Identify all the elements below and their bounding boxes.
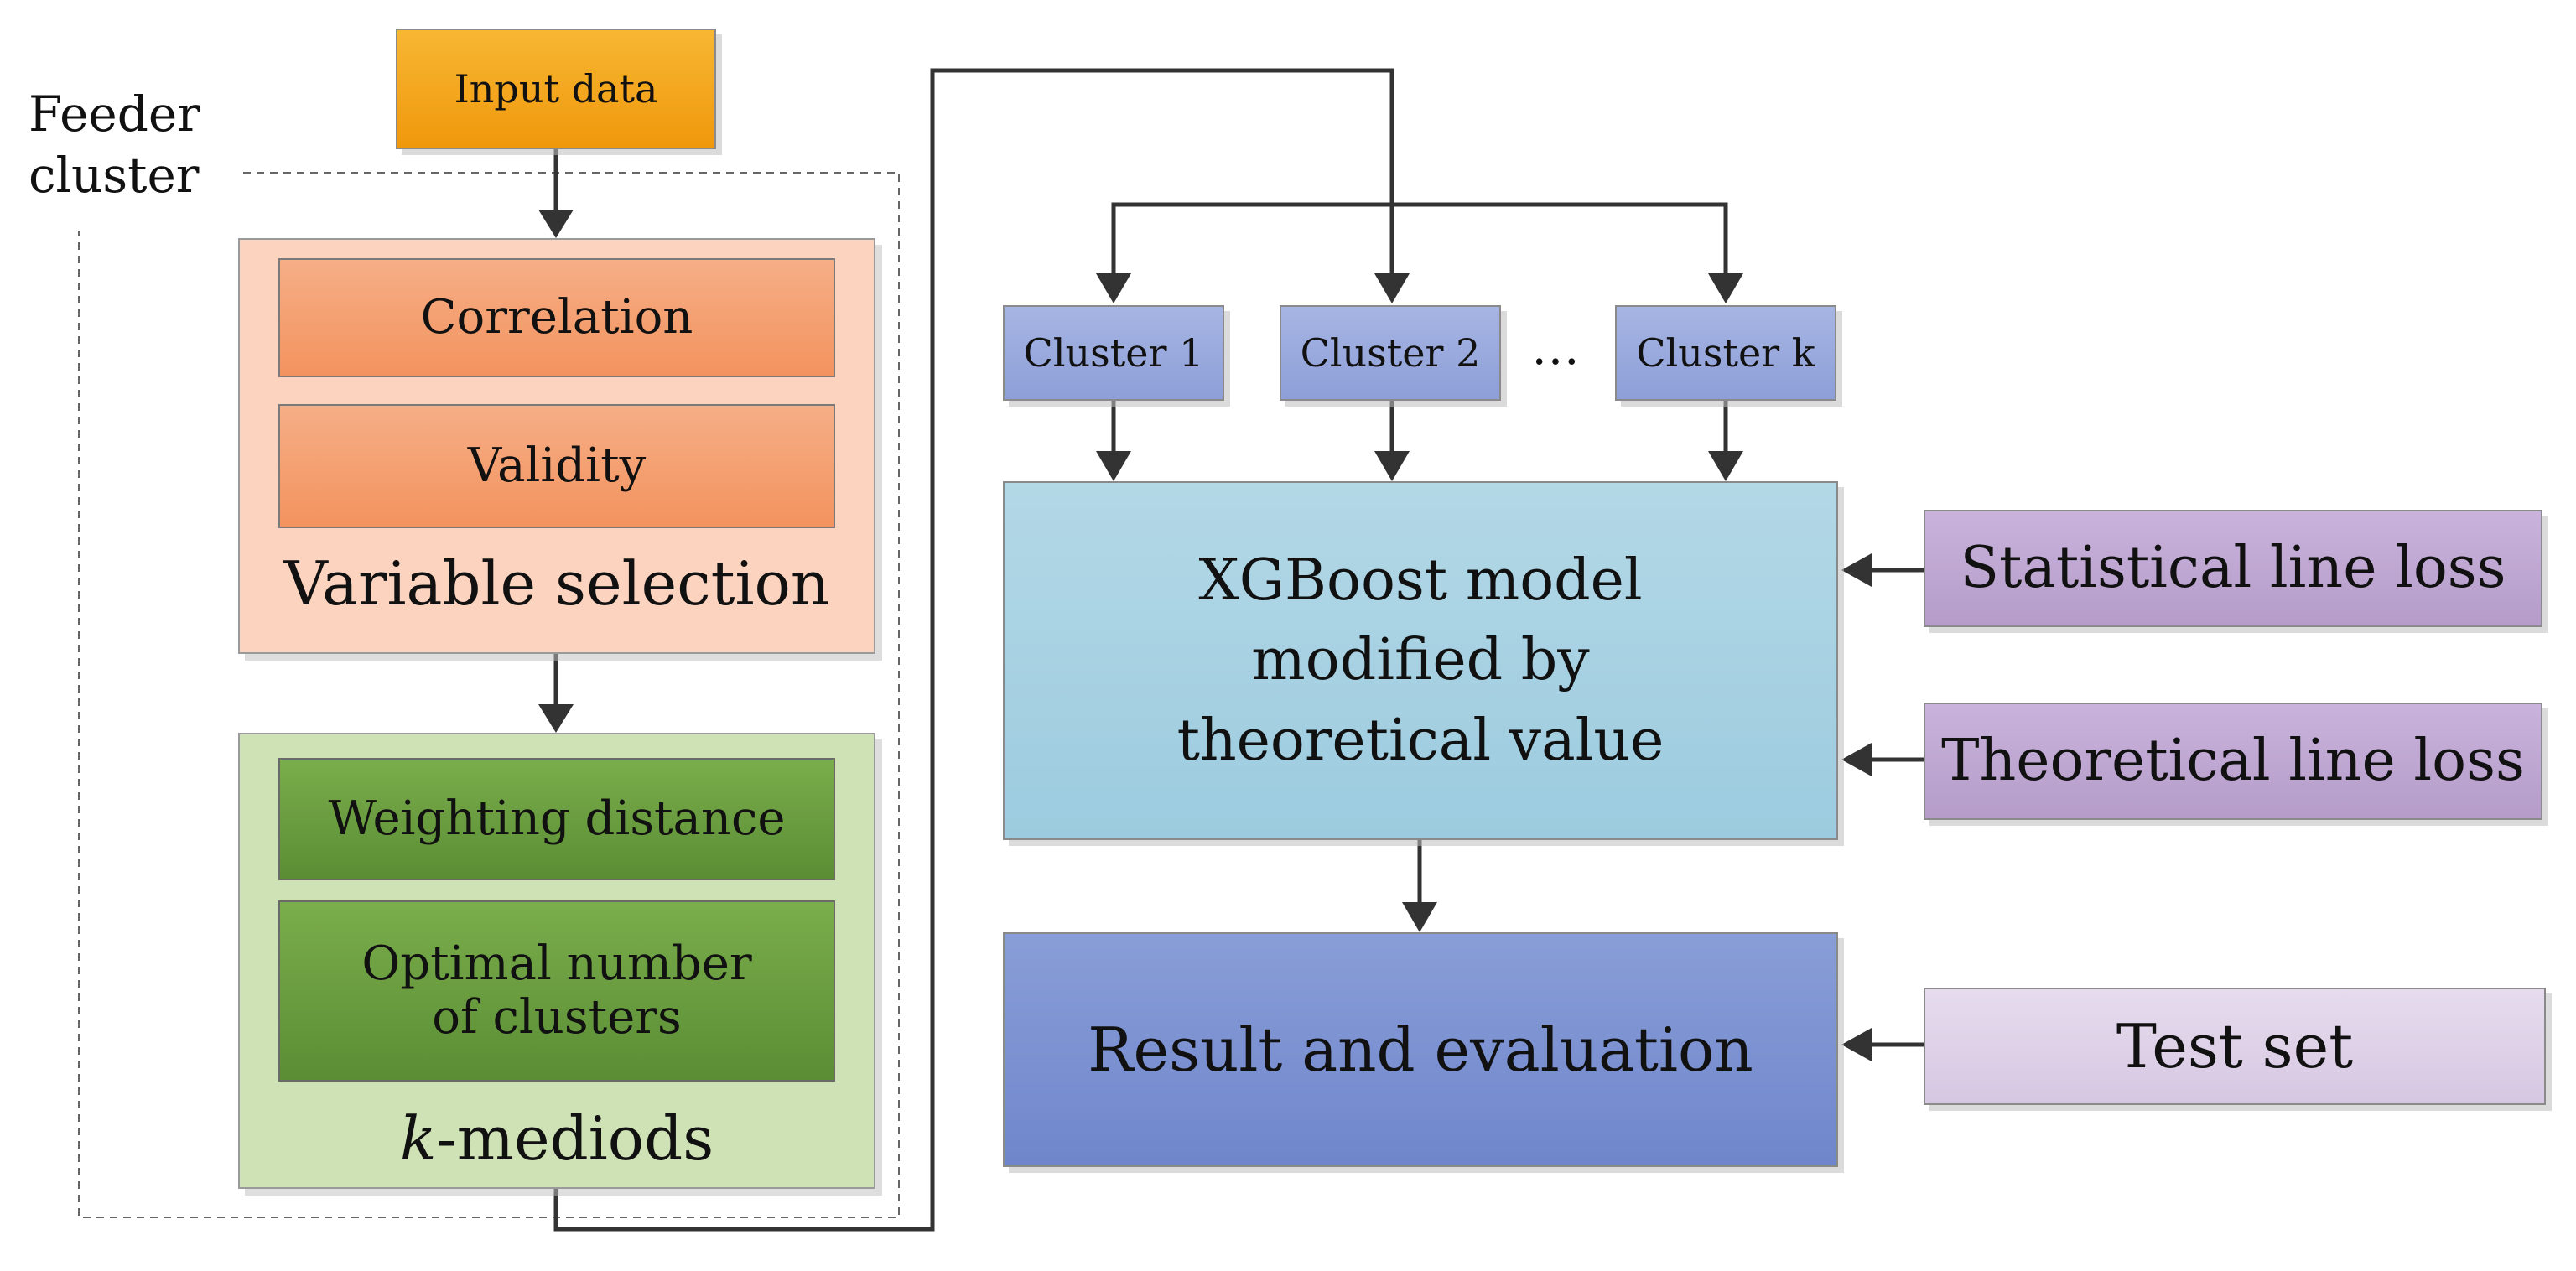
- k-mediods-title-rest: -mediods: [436, 1103, 714, 1174]
- theoretical-line-loss-box: Theoretical line loss: [1924, 703, 2542, 820]
- arrow-bus-to-clusters: [1096, 202, 1743, 303]
- statistical-line-loss-label: Statistical line loss: [1960, 534, 2506, 601]
- cluster-k-label: Cluster k: [1636, 329, 1815, 376]
- cluster-2-box: Cluster 2: [1280, 305, 1501, 401]
- model-line-2: modified by: [1251, 627, 1590, 694]
- arrow-theoretical-to-model: [1841, 743, 1924, 776]
- cluster-ellipsis: …: [1531, 319, 1580, 376]
- correlation-label: Correlation: [420, 289, 693, 345]
- arrow-clusters-to-model: [1096, 401, 1743, 481]
- validity-label: Validity: [467, 438, 647, 493]
- optimal-clusters-line2: of clusters: [432, 990, 682, 1045]
- arrow-variable-to-kmediods: [538, 654, 574, 733]
- cluster-k-box: Cluster k: [1615, 305, 1836, 401]
- result-evaluation-label: Result and evaluation: [1088, 1014, 1753, 1085]
- model-line-1: XGBoost model: [1198, 547, 1643, 615]
- arrow-input-to-variable: [538, 149, 574, 238]
- arrow-kmediods-to-clusters: [553, 68, 1410, 1232]
- cluster-2-label: Cluster 2: [1300, 329, 1481, 376]
- test-set-label: Test set: [2116, 1010, 2354, 1082]
- weighting-distance-label: Weighting distance: [328, 791, 786, 846]
- arrow-statistical-to-model: [1841, 553, 1924, 587]
- k-mediods-title-k: k: [399, 1103, 437, 1174]
- input-data-label: Input data: [454, 65, 658, 112]
- weighting-distance-box: Weighting distance: [278, 758, 835, 880]
- cluster-1-box: Cluster 1: [1003, 305, 1224, 401]
- variable-selection-panel: Correlation Validity Variable selection: [238, 238, 875, 654]
- feeder-cluster-label: Feeder cluster: [29, 84, 200, 205]
- variable-selection-title: Variable selection: [283, 548, 830, 619]
- test-set-box: Test set: [1924, 988, 2546, 1105]
- correlation-box: Correlation: [278, 258, 835, 377]
- xgboost-model-box: XGBoost model modified by theoretical va…: [1003, 481, 1838, 840]
- feeder-label-line2: cluster: [29, 146, 200, 204]
- result-evaluation-box: Result and evaluation: [1003, 932, 1838, 1167]
- feeder-cluster-boundary: [78, 172, 900, 1218]
- feeder-label-line1: Feeder: [29, 86, 200, 143]
- validity-box: Validity: [278, 404, 835, 528]
- optimal-clusters-box: Optimal number of clusters: [278, 900, 835, 1082]
- statistical-line-loss-box: Statistical line loss: [1924, 510, 2542, 627]
- theoretical-line-loss-label: Theoretical line loss: [1941, 727, 2525, 794]
- k-mediods-panel: Weighting distance Optimal number of clu…: [238, 733, 875, 1189]
- model-line-3: theoretical value: [1176, 707, 1665, 774]
- input-data-box: Input data: [396, 29, 716, 149]
- cluster-1-label: Cluster 1: [1023, 329, 1204, 376]
- arrow-model-to-result: [1402, 840, 1437, 932]
- optimal-clusters-line1: Optimal number: [361, 936, 752, 991]
- k-mediods-title: k-mediods: [240, 1103, 874, 1174]
- arrow-test-to-result: [1841, 1028, 1924, 1061]
